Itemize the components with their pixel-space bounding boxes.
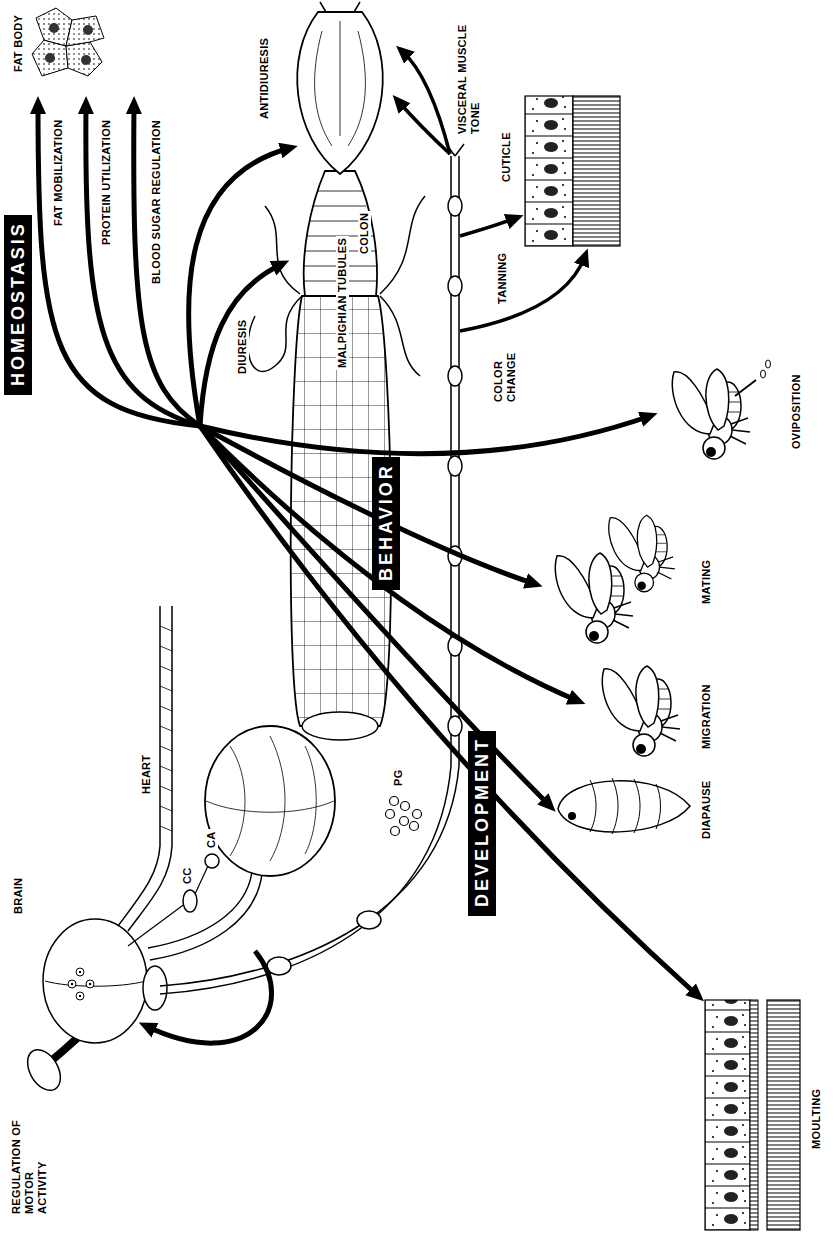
band-label: HOMEOSTASIS [8,221,28,386]
arrow [38,104,200,426]
mating-fly [555,553,633,643]
arrow [200,426,698,996]
corpora-allata [205,854,219,868]
diapause-pupa [558,778,690,834]
arrow [200,416,650,454]
title-band: BEHAVIOR [372,457,400,590]
prothoracic-gland [386,797,422,836]
part-label: COLON [358,211,371,256]
part-label: MALPIGHIAN TUBULES [336,236,349,370]
part-label: DIURESIS [236,318,249,376]
part-label: MATING [700,558,713,606]
part-label: BRAIN [12,876,25,916]
brain-drawing [21,919,167,1096]
part-label: HEART [140,753,153,796]
part-label: CUTICLE [500,130,513,184]
part-label: CA [205,830,218,851]
part-label: VISCERAL MUSCLE TONE [456,12,482,136]
part-label: DIAPAUSE [700,779,713,841]
part-label: BLOOD SUGAR REGULATION [150,118,163,286]
arrow [200,426,578,701]
part-label: PG [392,768,405,789]
arrow [200,264,282,426]
title-band: DEVELOPMENT [468,731,496,916]
heart-tube [118,606,219,946]
oviposition-fly [672,369,750,459]
arrow [86,104,200,426]
arrow [460,218,516,236]
part-label: REGULATION OF MOTOR ACTIVITY [10,1116,49,1216]
arrow [460,256,585,331]
part-label: FAT BODY [12,13,25,74]
part-label: OVIPOSITION [790,372,803,451]
band-label: DEVELOPMENT [472,737,492,907]
part-label: COLOR CHANGE [492,338,518,404]
part-label: ANTIDIURESIS [258,36,271,121]
arrow [189,148,290,426]
eggs [735,360,771,396]
cuticle-drawing [525,96,620,246]
fat-body-cells [32,8,104,76]
part-label: MOULTING [810,1087,823,1151]
part-label: MIGRATION [700,682,713,751]
effect-arrows [38,51,698,1043]
nerve-cord [160,144,464,994]
part-label: TANNING [496,251,509,306]
arrow [146,951,272,1043]
arrow [402,51,450,154]
gut-drawing [148,2,391,960]
band-label: BEHAVIOR [376,463,396,581]
moulting-drawing [705,1000,800,1230]
part-label: FAT MOBILIZATION [52,118,65,228]
arrow [200,426,550,806]
malpighian-tubules [248,196,425,376]
part-label: CC [181,866,194,887]
title-band: HOMEOSTASIS [4,215,32,395]
migration-fly [602,666,680,756]
part-label: PROTEIN UTILIZATION [100,118,113,247]
mating-fly [609,515,675,592]
